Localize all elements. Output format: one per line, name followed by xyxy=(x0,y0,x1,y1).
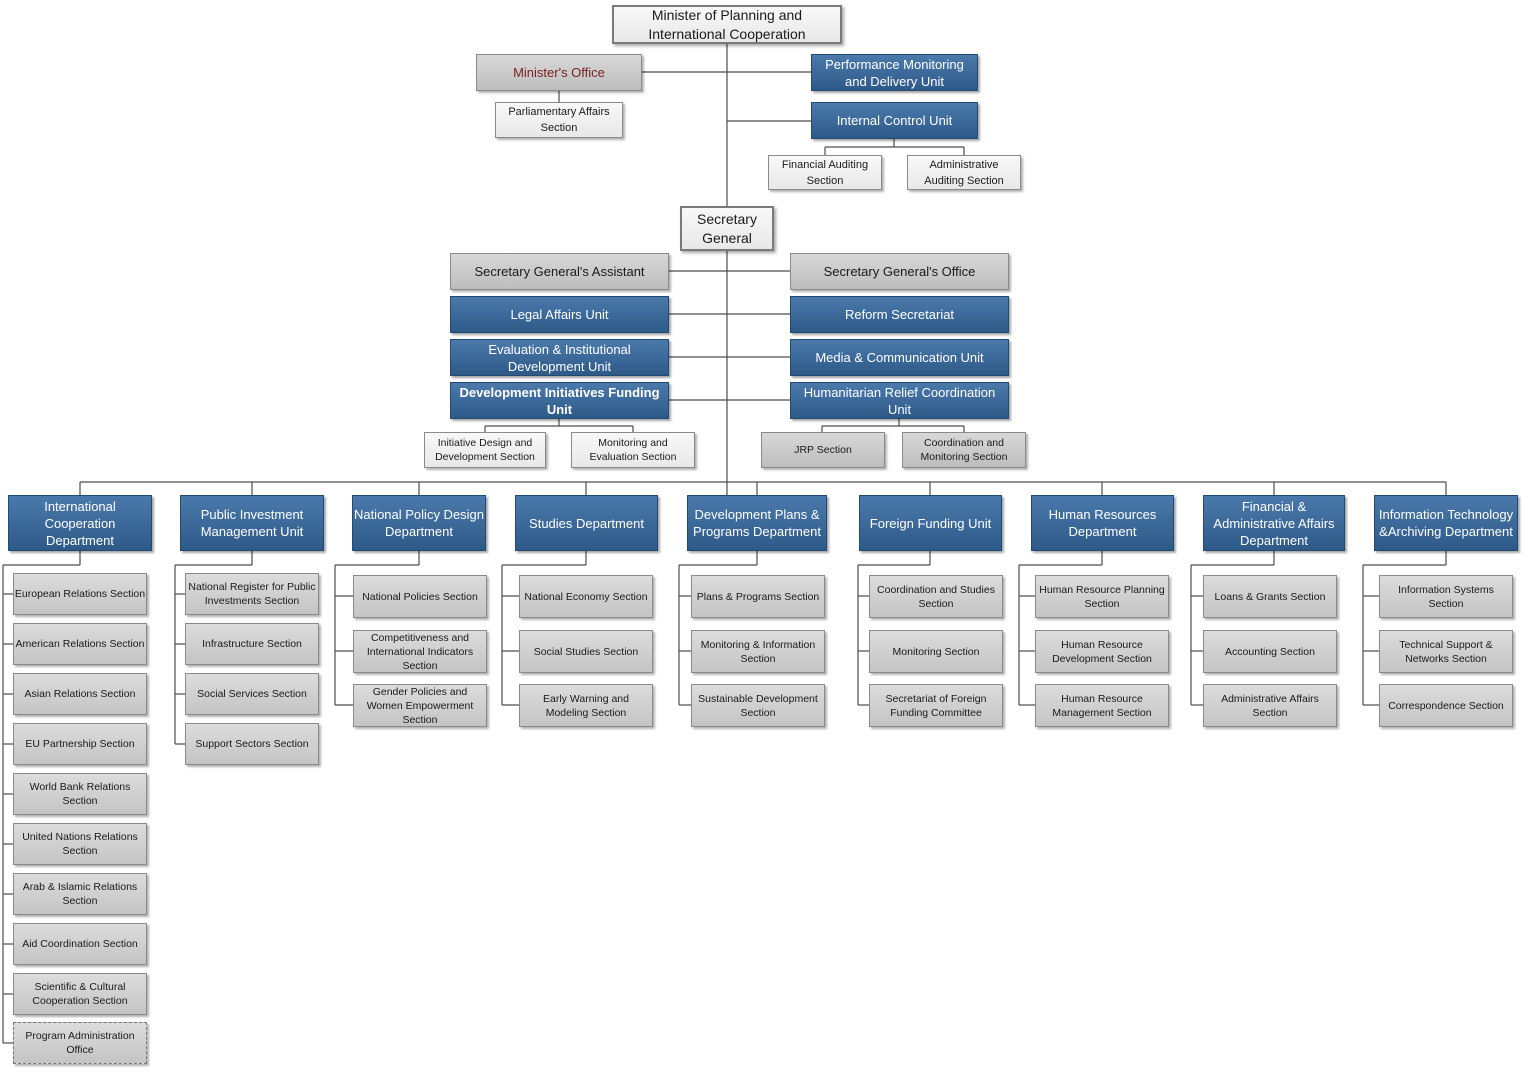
section-box: United Nations Relations Section xyxy=(13,823,147,865)
section-box: Sustainable Development Section xyxy=(691,684,825,727)
financial-auditing-box: Financial Auditing Section xyxy=(768,155,882,190)
section-box: Arab & Islamic Relations Section xyxy=(13,873,147,915)
section-box: Aid Coordination Section xyxy=(13,923,147,965)
section-box: Secretariat of Foreign Funding Committee xyxy=(869,684,1003,727)
secretary-general-box: Secretary General xyxy=(680,206,774,251)
section-box: Human Resource Planning Section xyxy=(1035,575,1169,618)
section-box: Plans & Programs Section xyxy=(691,575,825,618)
section-box: Human Resource Development Section xyxy=(1035,630,1169,673)
section-box: National Policies Section xyxy=(353,575,487,618)
section-box: Scientific & Cultural Cooperation Sectio… xyxy=(13,973,147,1015)
section-box: Information Systems Section xyxy=(1379,575,1513,618)
section-box: Human Resource Management Section xyxy=(1035,684,1169,727)
section-box: National Register for Public Investments… xyxy=(185,573,319,615)
department-box: Studies Department xyxy=(515,495,658,551)
section-box: Support Sectors Section xyxy=(185,723,319,765)
ministers-office-box: Minister's Office xyxy=(476,54,642,91)
media-unit-box: Media & Communication Unit xyxy=(790,339,1009,376)
humanitarian-relief-box: Humanitarian Relief Coordination Unit xyxy=(790,382,1009,419)
performance-monitoring-box: Performance Monitoring and Delivery Unit xyxy=(811,54,978,91)
department-box: Foreign Funding Unit xyxy=(859,495,1002,551)
section-box: Coordination and Studies Section xyxy=(869,575,1003,618)
department-box: International Cooperation Department xyxy=(8,495,152,551)
program-administration-box: Program Administration Office xyxy=(13,1022,147,1064)
section-box: European Relations Section xyxy=(13,573,147,615)
legal-affairs-box: Legal Affairs Unit xyxy=(450,296,669,333)
section-box: Administrative Affairs Section xyxy=(1203,684,1337,727)
initiative-design-box: Initiative Design and Development Sectio… xyxy=(424,432,546,468)
section-box: American Relations Section xyxy=(13,623,147,665)
department-box: National Policy Design Department xyxy=(352,495,486,551)
dev-initiatives-box: Development Initiatives Funding Unit xyxy=(450,382,669,419)
department-box: Public Investment Management Unit xyxy=(180,495,324,551)
section-box: Competitiveness and International Indica… xyxy=(353,630,487,673)
sg-assistant-box: Secretary General's Assistant xyxy=(450,253,669,290)
jrp-section-box: JRP Section xyxy=(761,432,885,468)
section-box: World Bank Relations Section xyxy=(13,773,147,815)
section-box: Asian Relations Section xyxy=(13,673,147,715)
department-box: Information Technology &Archiving Depart… xyxy=(1374,495,1518,551)
internal-control-box: Internal Control Unit xyxy=(811,102,978,139)
monitoring-evaluation-box: Monitoring and Evaluation Section xyxy=(571,432,695,468)
department-box: Financial & Administrative Affairs Depar… xyxy=(1203,495,1345,551)
department-box: Human Resources Department xyxy=(1031,495,1174,551)
section-box: Gender Policies and Women Empowerment Se… xyxy=(353,684,487,727)
section-box: Infrastructure Section xyxy=(185,623,319,665)
section-box: Monitoring & Information Section xyxy=(691,630,825,673)
section-box: Loans & Grants Section xyxy=(1203,575,1337,618)
section-box: Accounting Section xyxy=(1203,630,1337,673)
minister-box: Minister of Planning and International C… xyxy=(612,5,842,44)
sg-office-box: Secretary General's Office xyxy=(790,253,1009,290)
section-box: Social Studies Section xyxy=(519,630,653,673)
administrative-auditing-box: Administrative Auditing Section xyxy=(907,155,1021,190)
reform-secretariat-box: Reform Secretariat xyxy=(790,296,1009,333)
section-box: National Economy Section xyxy=(519,575,653,618)
section-box: Monitoring Section xyxy=(869,630,1003,673)
section-box: Correspondence Section xyxy=(1379,684,1513,727)
parliamentary-affairs-box: Parliamentary Affairs Section xyxy=(495,102,623,138)
section-box: Technical Support & Networks Section xyxy=(1379,630,1513,673)
section-box: Social Services Section xyxy=(185,673,319,715)
evaluation-unit-box: Evaluation & Institutional Development U… xyxy=(450,339,669,376)
section-box: EU Partnership Section xyxy=(13,723,147,765)
coordination-monitoring-box: Coordination and Monitoring Section xyxy=(902,432,1026,468)
department-box: Development Plans & Programs Department xyxy=(687,495,827,551)
section-box: Early Warning and Modeling Section xyxy=(519,684,653,727)
